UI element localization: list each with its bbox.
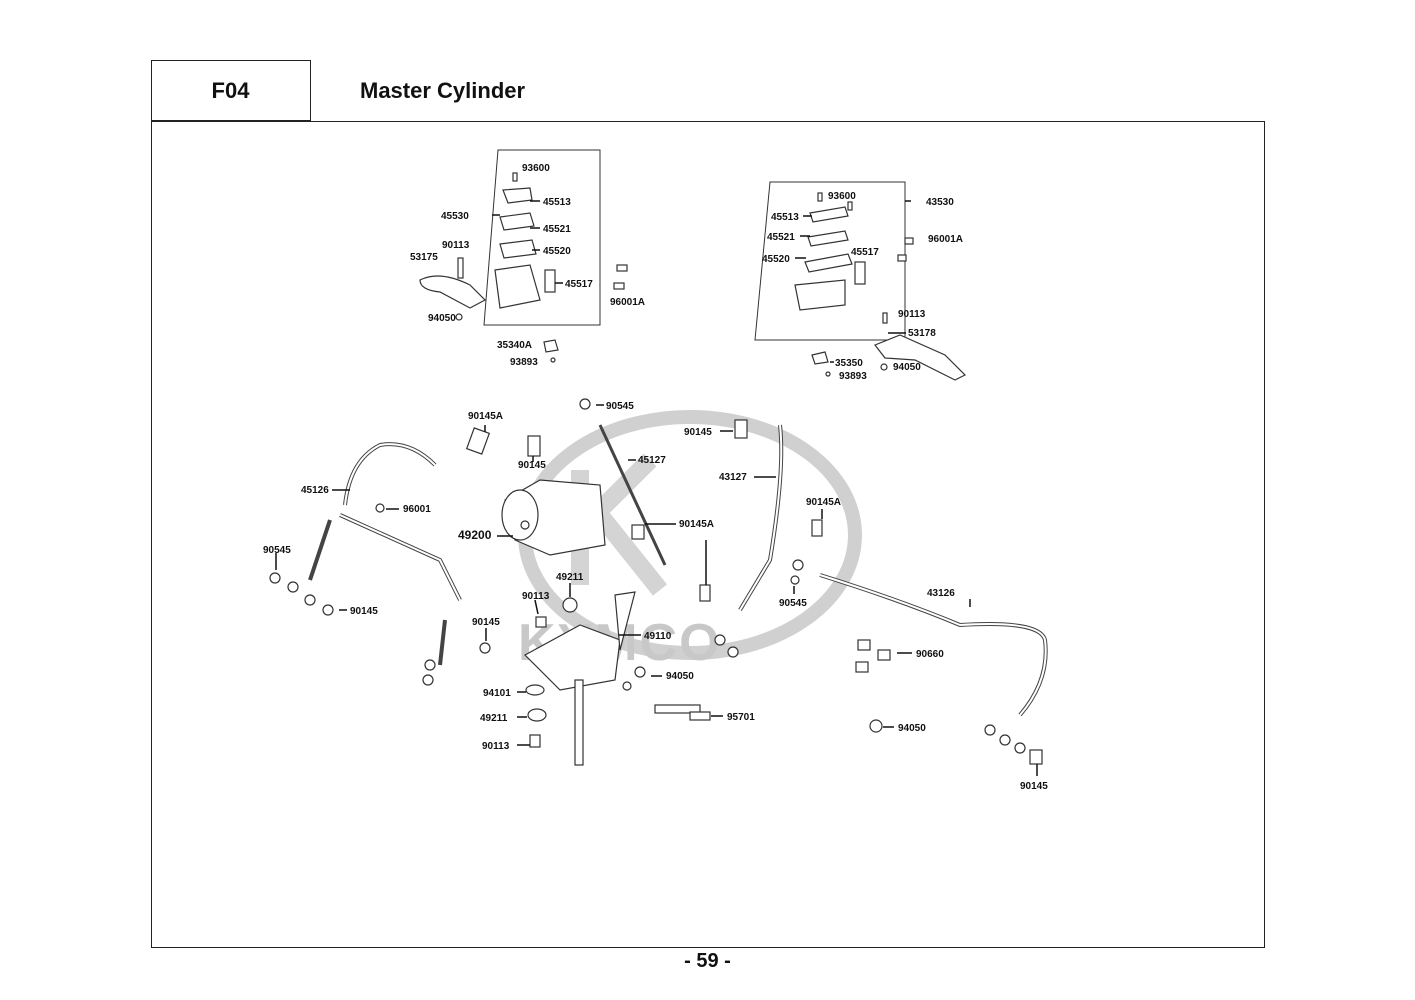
part-label: 90660 [916,649,944,660]
part-label: 93893 [510,357,538,368]
part-label: 45513 [543,197,571,208]
part-label: 49200 [458,528,492,542]
part-label: 45513 [771,212,799,223]
part-label: 43126 [927,588,955,599]
part-label: 90113 [898,309,926,320]
part-label: 90145A [468,411,503,422]
part-label: 90545 [263,545,291,556]
part-label: 95701 [727,712,755,723]
part-label: 90145 [350,606,378,617]
part-label: 94050 [428,313,456,324]
part-label: 96001A [928,234,963,245]
part-label: 45517 [565,279,593,290]
part-label: 49110 [644,631,672,642]
left-group-labels: 93600 45513 45530 45521 90113 45520 5317… [410,163,645,368]
right-master-cylinder-parts [794,192,967,381]
part-code-box [151,60,310,121]
part-label: 53175 [410,252,438,263]
part-label: 90145 [518,460,546,471]
part-label: 96001A [610,297,645,308]
part-label: 45127 [638,455,666,466]
right-group-leaders [795,200,911,363]
part-label: 93893 [839,371,867,382]
left-group-leaders [492,200,563,284]
part-label: 90545 [606,401,634,412]
part-label: 43127 [719,472,747,483]
left-master-cylinder-parts [419,172,628,363]
bolts-washers-and-fittings [269,398,1043,765]
part-label: 45521 [543,224,571,235]
part-label: 90113 [522,591,550,602]
part-label: 43530 [926,197,954,208]
left-group-outline [483,149,601,326]
part-label: 90545 [779,598,807,609]
part-code: F04 [211,77,250,103]
diagram-frame [151,121,1265,948]
part-label: 45530 [441,211,469,222]
part-label: 90113 [482,741,510,752]
part-label: 94101 [483,688,511,699]
part-label: 49211 [556,572,584,583]
right-group-labels: 93600 43530 45513 45521 96001A 45520 455… [762,191,963,382]
part-label: 90113 [442,240,470,251]
part-label: 45517 [851,247,879,258]
part-label: 94050 [893,362,921,373]
part-label: 94050 [898,723,926,734]
part-label: 35340A [497,340,532,351]
part-label: 45520 [543,246,571,257]
abs-modulator-unit [501,479,606,556]
part-label: 45521 [767,232,795,243]
part-label: 90145A [679,519,714,530]
part-label: 90145 [1020,781,1048,792]
part-label: 90145 [472,617,500,628]
part-label: 45126 [301,485,329,496]
brake-hoses [308,424,1048,717]
part-label: 90145 [684,427,712,438]
part-label: 49211 [480,713,508,724]
page-title: Master Cylinder [360,77,526,103]
main-leaders [275,404,1038,776]
page-number: - 59 - [684,950,731,972]
part-label: 94050 [666,671,694,682]
part-label: 96001 [403,504,431,515]
part-label: 35350 [835,358,863,369]
part-label: 93600 [828,191,856,202]
header-divider [310,60,311,121]
part-label: 45520 [762,254,790,265]
abs-mounting-bracket [524,591,636,766]
part-label: 93600 [522,163,550,174]
part-label: 90145A [806,497,841,508]
main-labels: 90545 90145A 90145 90145 45127 43127 451… [263,401,1048,792]
part-label: 53178 [908,328,936,339]
